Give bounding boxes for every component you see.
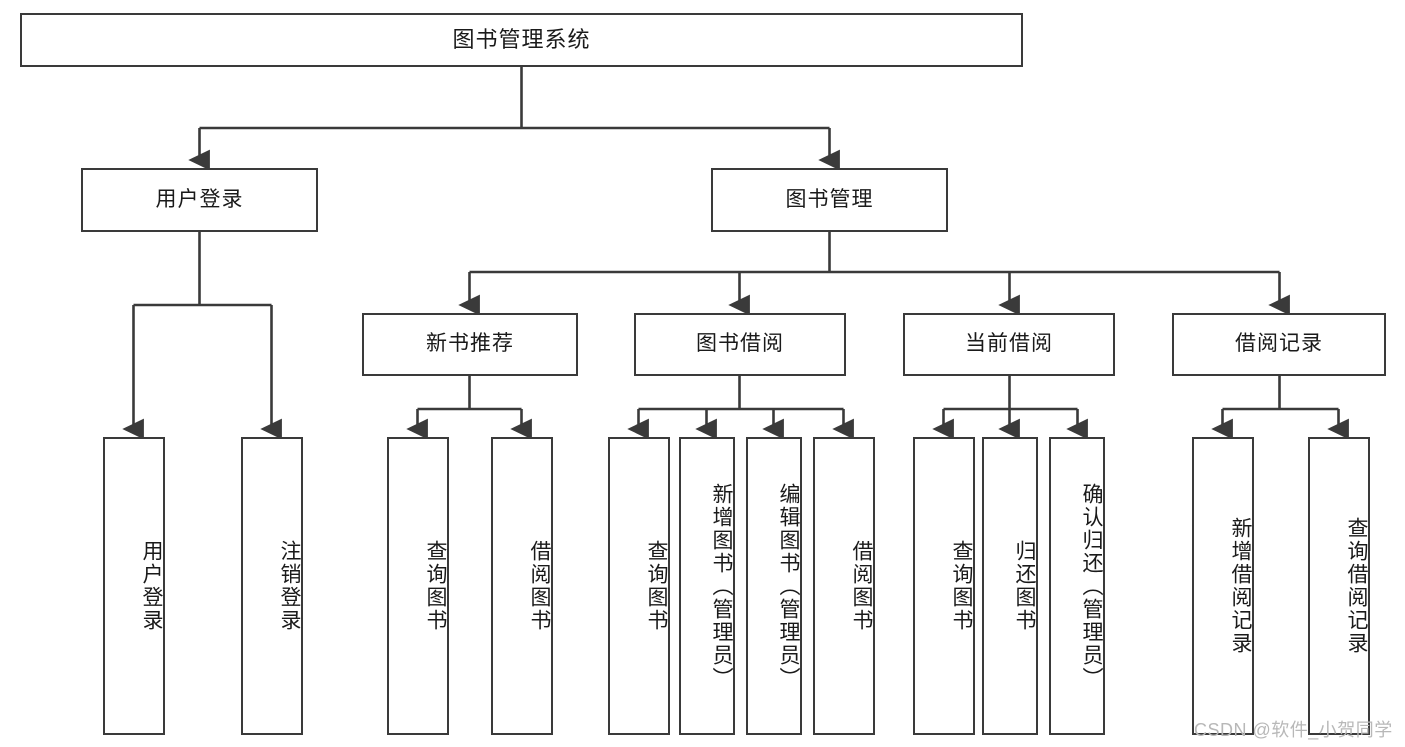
node-book-borrow[interactable]: 图书借阅 bbox=[634, 313, 846, 376]
node-leaf-query-book-3[interactable]: 查询图书 bbox=[913, 437, 975, 735]
node-label: 图书借阅 bbox=[696, 332, 784, 356]
node-label: 图书管理 bbox=[785, 187, 874, 211]
node-label: 当前借阅 bbox=[965, 332, 1053, 356]
node-leaf-add-borrow-record[interactable]: 新增借阅记录 bbox=[1192, 437, 1254, 735]
node-label: 新增图书（管理员） bbox=[710, 482, 733, 690]
node-label: 新增借阅记录 bbox=[1229, 517, 1252, 655]
node-current-borrow[interactable]: 当前借阅 bbox=[903, 313, 1115, 376]
node-label: 编辑图书（管理员） bbox=[777, 482, 800, 690]
node-root-system[interactable]: 图书管理系统 bbox=[20, 13, 1023, 67]
node-label: 用户登录 bbox=[140, 540, 163, 632]
node-label: 新书推荐 bbox=[426, 332, 514, 356]
node-leaf-borrow-book-1[interactable]: 借阅图书 bbox=[491, 437, 553, 735]
node-leaf-borrow-book-2[interactable]: 借阅图书 bbox=[813, 437, 875, 735]
node-label: 借阅图书 bbox=[850, 540, 873, 632]
node-borrow-record[interactable]: 借阅记录 bbox=[1172, 313, 1386, 376]
node-new-book-recommend[interactable]: 新书推荐 bbox=[362, 313, 578, 376]
node-label: 查询借阅记录 bbox=[1345, 517, 1368, 655]
node-label: 借阅记录 bbox=[1235, 332, 1323, 356]
node-label: 归还图书 bbox=[1013, 540, 1036, 632]
node-label: 图书管理系统 bbox=[452, 27, 591, 53]
node-label: 查询图书 bbox=[645, 540, 668, 632]
node-leaf-edit-book[interactable]: 编辑图书（管理员） bbox=[746, 437, 802, 735]
node-leaf-query-book-2[interactable]: 查询图书 bbox=[608, 437, 670, 735]
node-label: 用户登录 bbox=[155, 187, 244, 211]
node-label: 查询图书 bbox=[424, 540, 447, 632]
node-leaf-logout-login[interactable]: 注销登录 bbox=[241, 437, 303, 735]
node-book-management[interactable]: 图书管理 bbox=[711, 168, 948, 232]
node-label: 确认归还（管理员） bbox=[1080, 482, 1103, 690]
node-label: 借阅图书 bbox=[528, 540, 551, 632]
node-leaf-query-book-1[interactable]: 查询图书 bbox=[387, 437, 449, 735]
node-user-login[interactable]: 用户登录 bbox=[81, 168, 318, 232]
node-label: 查询图书 bbox=[950, 540, 973, 632]
node-leaf-return-book[interactable]: 归还图书 bbox=[982, 437, 1038, 735]
csdn-watermark: CSDN @软件_小贺同学 bbox=[1194, 720, 1393, 740]
node-leaf-confirm-return[interactable]: 确认归还（管理员） bbox=[1049, 437, 1105, 735]
node-leaf-user-login[interactable]: 用户登录 bbox=[103, 437, 165, 735]
node-leaf-add-book[interactable]: 新增图书（管理员） bbox=[679, 437, 735, 735]
node-leaf-query-borrow-record[interactable]: 查询借阅记录 bbox=[1308, 437, 1370, 735]
node-label: 注销登录 bbox=[278, 540, 301, 632]
